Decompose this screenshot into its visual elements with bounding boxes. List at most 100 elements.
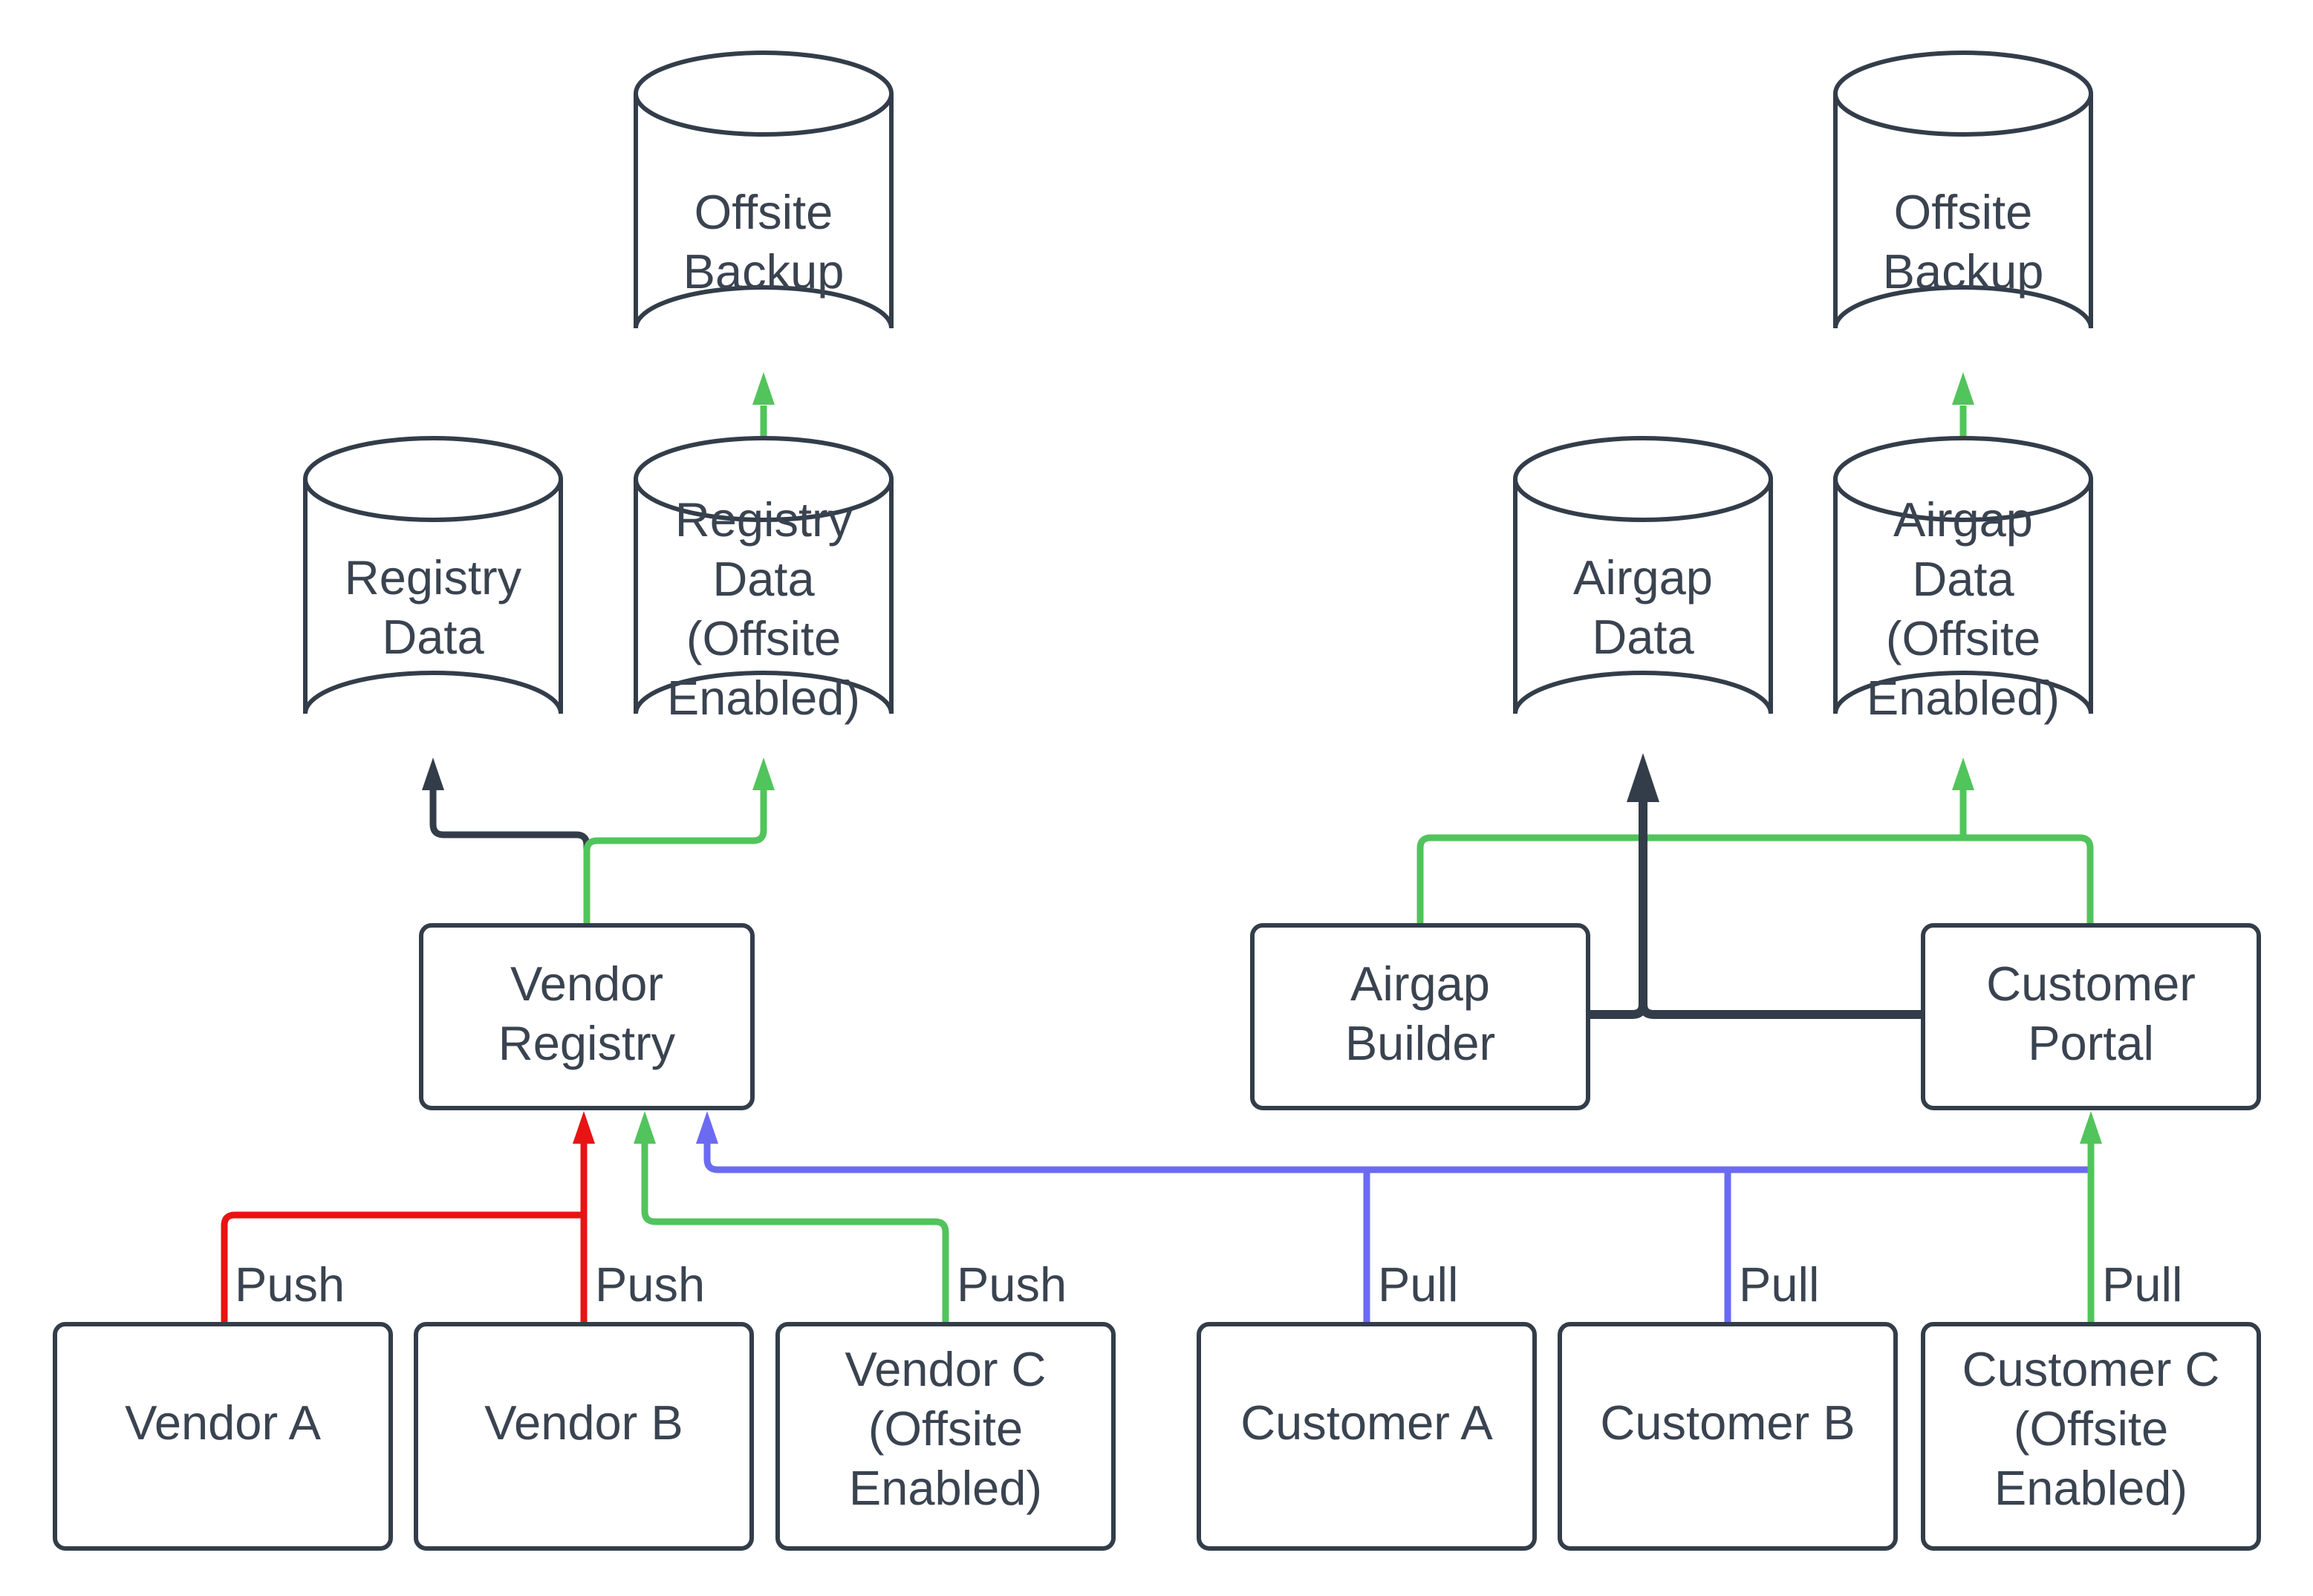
cylinder-rim: [1513, 478, 1773, 522]
edge-customer-c-pull: [2080, 1111, 2102, 1322]
edge-vendor-b-push: [573, 1111, 595, 1322]
node-box: [1921, 923, 2261, 1110]
db-label: Data: [1912, 552, 2014, 606]
node-vendor-b: Vendor B: [414, 1322, 754, 1551]
cylinder-body: [1833, 51, 2093, 329]
node-label: Customer C: [1962, 1342, 2220, 1396]
node-label: Customer B: [1600, 1395, 1855, 1450]
node-box: [1921, 1322, 2261, 1551]
node-vendor-registry: Vendor Registry: [419, 923, 755, 1110]
cylinder-rim: [303, 478, 563, 522]
node-box: [419, 923, 755, 1110]
arrowhead-up-icon: [422, 758, 444, 790]
edge-line: [1587, 802, 1647, 1019]
node-customer-portal: Customer Portal: [1921, 923, 2261, 1110]
node-box: [1558, 1322, 1898, 1551]
db-label: Enabled): [1867, 671, 2060, 725]
cylinder-body: [634, 51, 894, 329]
arrowhead-up-icon: [696, 1111, 718, 1144]
arrowhead-up-icon: [1627, 753, 1659, 802]
cylinder-rim: [634, 478, 894, 522]
edge-vendor-c-push: [634, 1111, 949, 1322]
node-label: (Offsite: [868, 1401, 1023, 1456]
db-offsite-backup-left: Offsite Backup: [634, 51, 894, 329]
node-label: Vendor C: [845, 1342, 1046, 1396]
db-label: Enabled): [667, 671, 860, 725]
db-label: Offsite: [1894, 185, 2033, 239]
edge-vendor-registry-to-registry-data-offsite: [583, 758, 775, 925]
node-airgap-builder: Airgap Builder: [1250, 923, 1590, 1110]
cylinder-body: [634, 436, 894, 714]
node-label: Customer A: [1240, 1395, 1493, 1450]
arrowhead-up-icon: [573, 1111, 595, 1144]
cylinder-body: [303, 436, 563, 714]
arrowhead-up-icon: [2080, 1111, 2102, 1144]
db-airgap-data-offsite: Airgap Data (Offsite Enabled): [1833, 436, 2093, 725]
node-label: Builder: [1345, 1016, 1495, 1070]
edge-line: [641, 1144, 949, 1322]
edge-line: [429, 790, 591, 925]
db-airgap-data: Airgap Data: [1513, 436, 1773, 714]
edge-label-pull-customer-b: Pull: [1739, 1257, 1819, 1312]
db-registry-data: Registry Data: [303, 436, 563, 714]
db-label: Data: [382, 610, 484, 664]
node-label: Registry: [498, 1016, 676, 1070]
db-label: Registry: [345, 550, 522, 605]
cylinder-rim: [1833, 478, 2093, 522]
node-box: [775, 1322, 1116, 1551]
cylinder-rim: [634, 93, 894, 137]
arrowhead-up-icon: [634, 1111, 656, 1144]
node-vendor-c: Vendor C (Offsite Enabled): [775, 1322, 1116, 1551]
db-label: (Offsite: [686, 611, 841, 665]
node-label: Customer: [1986, 957, 2196, 1011]
edge-label-push-vendor-c: Push: [957, 1257, 1067, 1312]
node-label: Airgap: [1350, 957, 1490, 1011]
arrowhead-up-icon: [1952, 758, 1974, 790]
edge-registry-data-offsite-to-offsite-backup-left: [752, 372, 775, 437]
edge-airgap-data-offsite-to-offsite-backup-right: [1952, 372, 1974, 437]
db-label: Data: [1592, 610, 1694, 664]
edge-line: [583, 790, 767, 925]
db-label: Backup: [683, 244, 845, 299]
edge-vendor-registry-to-registry-data: [422, 758, 591, 925]
db-label: Airgap: [1893, 492, 2033, 547]
node-box: [1250, 923, 1590, 1110]
cylinder-body: [1833, 436, 2093, 714]
db-label: (Offsite: [1886, 611, 2040, 665]
node-box: [1197, 1322, 1537, 1551]
node-label: Enabled): [1994, 1461, 2187, 1515]
edge-label-pull-customer-c: Pull: [2102, 1257, 2182, 1312]
edge-label-push-vendor-a: Push: [235, 1257, 345, 1312]
db-label: Airgap: [1573, 550, 1713, 605]
node-label: Enabled): [849, 1461, 1042, 1515]
edge-line: [1416, 834, 2094, 925]
edge-label-pull-customer-a: Pull: [1378, 1257, 1458, 1312]
node-customer-a: Customer A: [1197, 1322, 1537, 1551]
node-label: Vendor B: [484, 1395, 683, 1450]
arrowhead-up-icon: [1952, 372, 1974, 405]
edge-builder-portal-to-airgap-data-offsite: [1416, 758, 2094, 925]
arrowhead-up-icon: [752, 758, 775, 790]
db-offsite-backup-right: Offsite Backup: [1833, 51, 2093, 329]
cylinder-rim: [1833, 93, 2093, 137]
node-customer-b: Customer B: [1558, 1322, 1898, 1551]
db-label: Backup: [1883, 244, 2044, 299]
db-label: Offsite: [694, 185, 833, 239]
db-registry-data-offsite: Registry Data (Offsite Enabled): [634, 436, 894, 725]
node-customer-c: Customer C (Offsite Enabled): [1921, 1322, 2261, 1551]
node-label: Portal: [2028, 1016, 2154, 1070]
db-label: Data: [712, 552, 815, 606]
node-box: [414, 1322, 754, 1551]
node-label: Vendor: [510, 957, 663, 1011]
edge-vendor-a-push: [221, 1211, 587, 1322]
node-label: (Offsite: [2014, 1401, 2168, 1456]
cylinder-body: [1513, 436, 1773, 714]
db-label: Registry: [675, 492, 853, 547]
edge-line: [221, 1211, 587, 1322]
node-vendor-a: Vendor A: [53, 1322, 393, 1551]
arrowhead-up-icon: [752, 372, 775, 405]
edge-line: [703, 1144, 2092, 1173]
node-label: Vendor A: [125, 1395, 321, 1450]
